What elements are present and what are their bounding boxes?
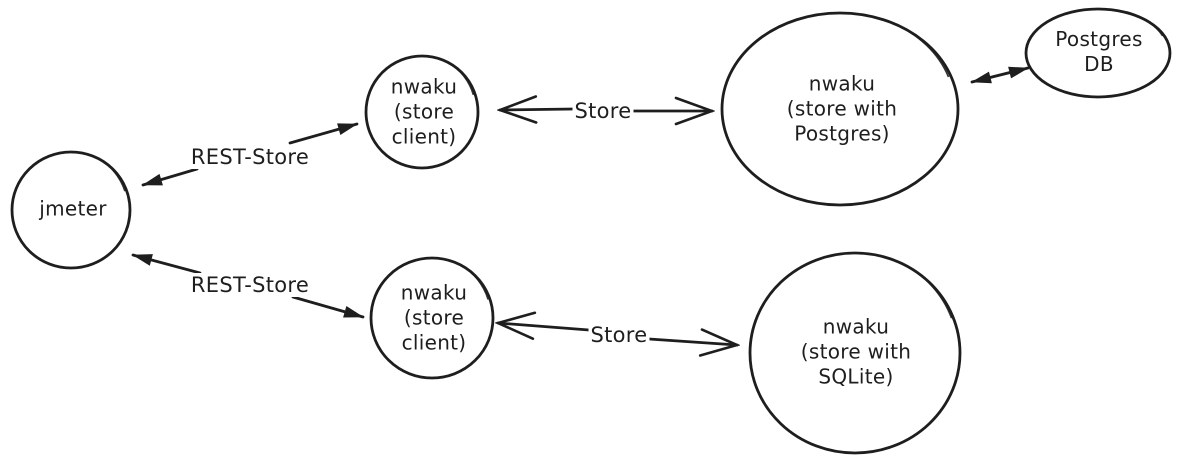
node-nwaku-store-sqlite-label: nwaku (store with SQLite) (800, 314, 912, 389)
node-nwaku-store-postgres (720, 11, 960, 207)
edge-postgres-db-link (970, 66, 1030, 84)
edge-rest-store-bottom-label: REST-Store (188, 273, 312, 297)
edge-rest-store-top (141, 122, 359, 187)
node-nwaku-store-client-bottom-label: nwaku (store client) (400, 280, 468, 355)
node-postgres-db (1024, 7, 1172, 99)
edge-store-top (500, 109, 712, 111)
edge-store-bottom-label: Store (588, 323, 650, 347)
node-postgres-db-label: Postgres DB (1055, 27, 1143, 76)
node-nwaku-store-client-top-label: nwaku (store client) (390, 74, 458, 149)
edge-store-top-label: Store (572, 99, 634, 123)
edge-store-bottom (498, 323, 737, 345)
node-nwaku-store-client-bottom (369, 256, 495, 380)
node-nwaku-store-postgres-label: nwaku (store with Postgres) (786, 71, 898, 146)
edge-rest-store-bottom (131, 253, 365, 319)
node-nwaku-store-sqlite (748, 251, 962, 455)
edge-rest-store-top-label: REST-Store (188, 145, 312, 169)
node-jmeter (10, 150, 132, 270)
node-jmeter-label: jmeter (39, 196, 107, 221)
node-nwaku-store-client-top (364, 54, 480, 170)
